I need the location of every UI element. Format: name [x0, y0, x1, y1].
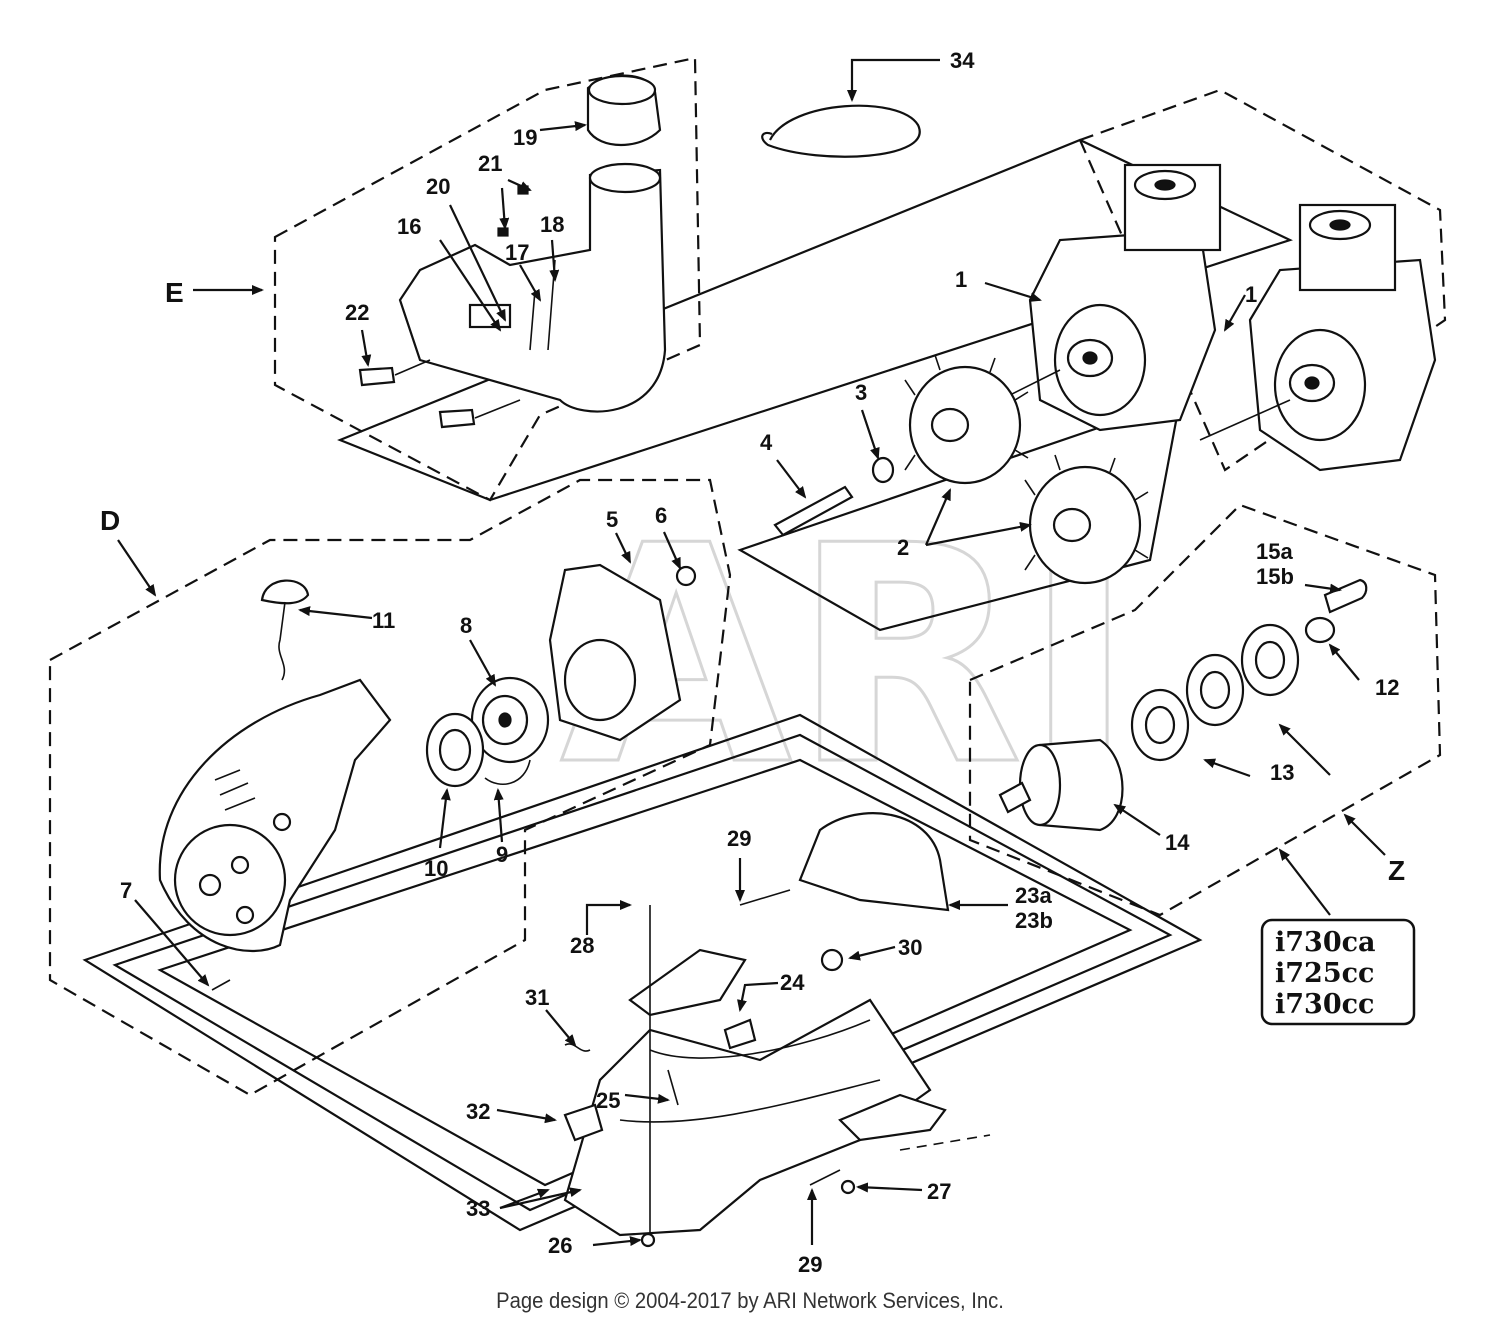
callout-9: 9	[496, 842, 508, 867]
callout-1-right: 1	[1245, 282, 1257, 307]
engine-group-outline	[1078, 88, 1447, 472]
pin-15	[1323, 578, 1368, 614]
callout-6: 6	[655, 503, 667, 528]
model-label-1: i730ca	[1275, 927, 1376, 958]
callout-8: 8	[460, 613, 472, 638]
section-d-outline	[48, 478, 732, 1097]
callout-26: 26	[548, 1233, 572, 1258]
callout-17: 17	[505, 240, 529, 265]
housing-inner-outline	[112, 733, 1173, 1212]
callout-29-lower: 29	[798, 1252, 822, 1277]
recoil-spring-10	[425, 712, 485, 788]
callout-13: 13	[1270, 760, 1294, 785]
screw-7	[211, 979, 231, 991]
flywheel-upper	[904, 354, 1029, 485]
footer-copyright: Page design © 2004-2017 by ARI Network S…	[496, 1288, 1004, 1313]
callout-23a: 23a	[1015, 883, 1052, 908]
clutch-shoe-13b	[1185, 653, 1245, 727]
callout-1-left: 1	[955, 267, 967, 292]
callout-22: 22	[345, 300, 369, 325]
engine-block-left	[959, 163, 1222, 432]
callout-16: 16	[397, 214, 421, 239]
housing-assembly-outline	[82, 713, 1203, 1232]
starter-pulley-8	[470, 676, 550, 764]
section-letter-e: E	[165, 277, 184, 308]
spring-clip-34	[761, 104, 921, 158]
callout-10: 10	[424, 856, 448, 881]
shaft-4	[773, 485, 854, 537]
shaft-assembly-outline	[737, 398, 1182, 632]
section-z-outline	[968, 503, 1442, 917]
screw-6	[675, 565, 697, 587]
callout-15b: 15b	[1256, 564, 1294, 589]
spring-9	[484, 759, 531, 786]
callout-19: 19	[513, 125, 537, 150]
model-label-3: i730cc	[1275, 989, 1375, 1020]
callout-7: 7	[120, 878, 132, 903]
section-e-outline	[273, 56, 702, 502]
section-letter-d: D	[100, 505, 120, 536]
callout-18: 18	[540, 212, 564, 237]
callout-30: 30	[898, 935, 922, 960]
lower-housing	[563, 812, 991, 1248]
callout-25: 25	[596, 1088, 620, 1113]
callout-12: 12	[1375, 675, 1399, 700]
callout-27: 27	[927, 1179, 951, 1204]
clutch-shoe-13a	[1240, 623, 1300, 697]
callout-15a: 15a	[1256, 539, 1293, 564]
callout-34: 34	[950, 48, 975, 73]
washer-12	[1304, 616, 1336, 644]
callout-4: 4	[760, 430, 773, 455]
tank-assembly-outline	[337, 138, 1293, 502]
callout-24: 24	[780, 970, 805, 995]
callout-29-upper: 29	[727, 826, 751, 851]
callout-14: 14	[1165, 830, 1190, 855]
engine-block-right	[1199, 203, 1437, 472]
callout-2: 2	[897, 535, 909, 560]
starter-handle-11	[260, 579, 310, 681]
callout-20: 20	[426, 174, 450, 199]
callout-28: 28	[570, 933, 594, 958]
washer-3	[871, 456, 895, 484]
callout-11: 11	[372, 608, 395, 633]
section-letter-z: Z	[1388, 855, 1405, 886]
model-label-box	[1260, 918, 1416, 1026]
callout-33: 33	[466, 1196, 490, 1221]
callout-31: 31	[525, 985, 549, 1010]
clutch-shoe-13c	[1130, 688, 1190, 762]
clutch-drum-14	[998, 738, 1124, 832]
housing-inner-outline-2	[157, 758, 1133, 1187]
callout-3: 3	[855, 380, 867, 405]
callout-5: 5	[606, 507, 618, 532]
callout-32: 32	[466, 1099, 490, 1124]
recoil-housing	[158, 678, 392, 953]
callout-23b: 23b	[1015, 908, 1053, 933]
model-label-2: i725cc	[1275, 958, 1375, 989]
callout-21: 21	[478, 151, 502, 176]
